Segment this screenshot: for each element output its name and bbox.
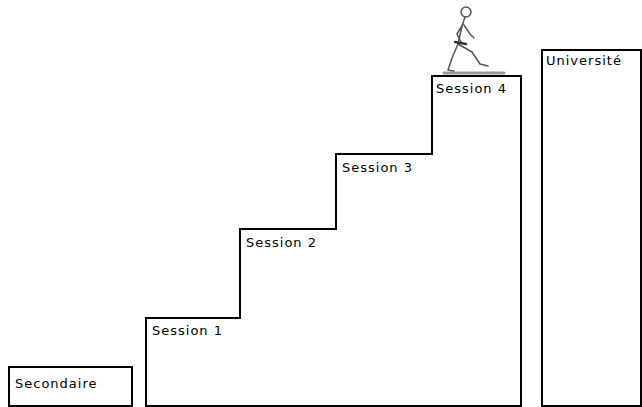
step-label: Session 2 (246, 235, 317, 250)
walker-head (461, 7, 471, 17)
staircase: Session 1 Session 2 Session 3 Session 4 (145, 75, 522, 407)
walker-leg (458, 44, 488, 66)
walker-belt (455, 42, 466, 44)
level-box: Secondaire (8, 366, 133, 407)
walker-arm (457, 24, 463, 42)
step-label: Session 3 (342, 160, 413, 175)
step-label: Session 4 (436, 81, 507, 96)
level-box: Université (541, 49, 642, 407)
level-label: Université (546, 53, 622, 68)
step-label: Session 1 (152, 323, 223, 338)
staircase-outline (146, 76, 521, 406)
shadow-line (444, 72, 504, 75)
staircase-outline (145, 75, 522, 407)
level-label: Secondaire (15, 376, 97, 391)
walker-body (458, 17, 465, 44)
walker-arm (464, 25, 474, 38)
walker-leg (448, 44, 458, 71)
